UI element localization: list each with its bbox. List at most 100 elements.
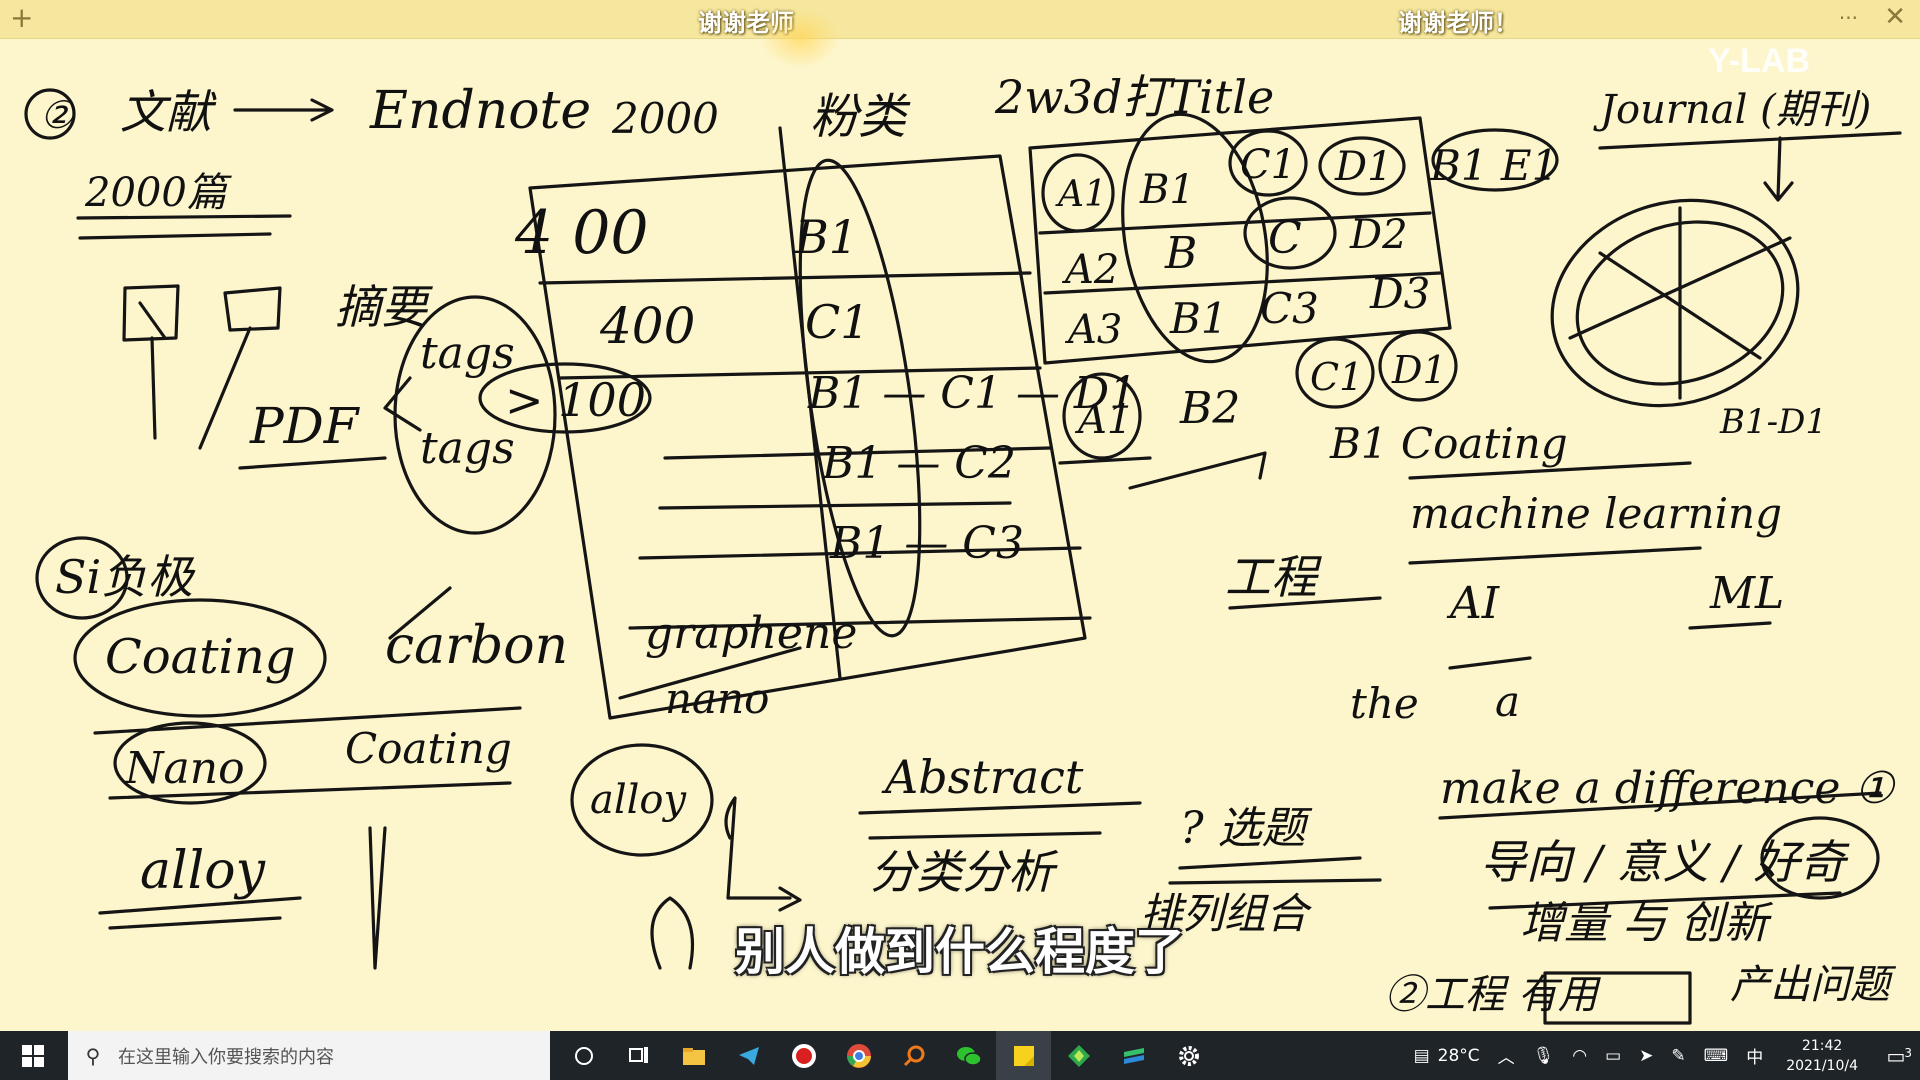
arrow-stroke: [233, 98, 334, 122]
clock-date: 2021/10/4: [1786, 1057, 1858, 1074]
system-tray: ▤ 28°C ︿ 🎙 ◠ ▭ ➤ ✎ ⌨ 中 21:42 2021/10/4 ▭…: [1405, 1031, 1920, 1080]
search-app-icon[interactable]: [886, 1031, 941, 1080]
doc-sketch: [122, 284, 180, 440]
column-ellipse: [798, 158, 922, 638]
start-button[interactable]: [0, 1031, 66, 1080]
battery-icon[interactable]: ▭: [1605, 1045, 1622, 1066]
text-a: a: [1495, 677, 1520, 726]
pen-icon[interactable]: ✎: [1671, 1045, 1686, 1066]
text-zengliang: 增量 与 创新: [1520, 898, 1774, 949]
new-tab-icon[interactable]: +: [10, 1, 34, 34]
text-alloy: alloy: [590, 777, 688, 823]
pdf-underline: [238, 456, 387, 470]
text-the: the: [1350, 679, 1419, 728]
taskbar-apps: [556, 1031, 1216, 1080]
text-col-b1: B1: [794, 210, 858, 264]
mid-lines: [1058, 451, 1267, 490]
close-icon[interactable]: ✕: [1884, 2, 1906, 32]
search-icon: ⚲: [85, 1043, 101, 1068]
ime-indicator[interactable]: 中: [1746, 1048, 1764, 1068]
wechat-icon[interactable]: [941, 1031, 996, 1080]
text-col-c1: C1: [805, 295, 869, 349]
globe-sketch: [1550, 198, 1800, 408]
text-pdf: PDF: [249, 397, 361, 455]
pen-cursor-highlight: [760, 8, 840, 68]
underline-stroke: [76, 214, 292, 240]
text-graphene: graphene: [645, 608, 857, 659]
ai-ml-lines: [1228, 596, 1772, 670]
text-ai: AI: [1446, 578, 1501, 629]
text-coating2: Coating: [345, 724, 512, 773]
grid-rows: [1038, 211, 1442, 295]
text-si-neg: Si负极: [55, 550, 196, 604]
grid-b1: B1: [1139, 167, 1195, 213]
youyong-box: [1543, 971, 1692, 1025]
text-machine: machine learning: [1410, 489, 1782, 538]
text-a1: A1: [1074, 397, 1132, 443]
app-green-icon[interactable]: [1051, 1031, 1106, 1080]
text-2000pian: 2000篇: [84, 170, 233, 216]
keyboard-icon[interactable]: ⌨: [1703, 1045, 1729, 1066]
grid-a2: A2: [1061, 247, 1119, 293]
make-diff-underline: [1438, 791, 1882, 820]
telegram-tray-icon[interactable]: ➤: [1639, 1045, 1654, 1066]
abstract-underline: [858, 801, 1142, 840]
text-gongcheng-youyong: ②工程 有用: [1385, 972, 1602, 1018]
text-carbon: carbon: [385, 616, 568, 676]
connect-lines: [388, 586, 802, 700]
telegram-icon[interactable]: [721, 1031, 776, 1080]
grid-d1: D1: [1334, 144, 1393, 190]
text-b1coating: B1 Coating: [1329, 419, 1568, 468]
grid-a3: A3: [1064, 307, 1122, 353]
grid-b: B: [1164, 228, 1197, 279]
weather-widget[interactable]: ▤ 28°C: [1405, 1046, 1489, 1066]
journal-underline: [1598, 131, 1902, 150]
title-bar: + 谢谢老师 谢谢老师！ ··· ✕: [0, 0, 1920, 39]
grid-c1: C1: [1240, 142, 1296, 188]
a1-circle: [1062, 372, 1142, 460]
nano-ellipse: [113, 721, 267, 805]
grid-c-circle: [1243, 196, 1337, 270]
settings-icon[interactable]: [1161, 1031, 1216, 1080]
sticky-notes-icon[interactable]: [996, 1031, 1051, 1080]
alloy-underline: [98, 896, 302, 930]
microphone-icon[interactable]: 🎙: [1532, 1045, 1555, 1066]
d1-circle: [1378, 330, 1458, 402]
text-2000: 2000: [611, 94, 719, 143]
step-circle: [24, 88, 76, 140]
notification-center[interactable]: ▭ 3: [1872, 1044, 1920, 1068]
grid-a1: A1: [1055, 174, 1107, 215]
globe-inner: [1575, 220, 1785, 386]
grid-e1-ellipse: [1431, 128, 1559, 192]
text-coating: Coating: [105, 629, 296, 685]
text-alloy2: alloy: [140, 841, 266, 901]
text-tags2: tags: [420, 423, 515, 474]
grid-d2: D2: [1349, 212, 1408, 258]
recorder-icon[interactable]: [776, 1031, 831, 1080]
ink-layer: 文献 ② Endnote 2000 2000篇 粉类 2w3d打Title 摘要…: [24, 70, 1902, 1025]
text-chan-wenti: 产出问题: [1730, 962, 1897, 1008]
chevron-up-icon[interactable]: ︿: [1497, 1048, 1515, 1068]
search-placeholder: 在这里输入你要搜索的内容: [118, 1046, 334, 1068]
text-endnote: Endnote: [369, 81, 591, 141]
more-icon[interactable]: ···: [1838, 6, 1858, 30]
app-layers-icon[interactable]: [1106, 1031, 1161, 1080]
cortana-icon[interactable]: [556, 1031, 611, 1080]
taskbar-search-box[interactable]: ⚲ 在这里输入你要搜索的内容: [68, 1031, 550, 1080]
text-c1: C1: [1310, 355, 1363, 399]
clock[interactable]: 21:42 2021/10/4: [1772, 1036, 1872, 1076]
file-explorer-icon[interactable]: [666, 1031, 721, 1080]
text-nano: nano: [665, 674, 769, 723]
wifi-icon[interactable]: ◠: [1572, 1045, 1588, 1066]
video-subtitle: 别人做到什么程度了: [735, 923, 1185, 981]
xuanti-underline: [1168, 856, 1382, 885]
table-row-lines: [538, 271, 1092, 630]
watermark-logo: Y-LAB: [1708, 42, 1810, 80]
chrome-icon[interactable]: [831, 1031, 886, 1080]
c1-circle: [1295, 337, 1375, 409]
grid-c1-circle: [1228, 129, 1308, 197]
grid-c: C: [1268, 213, 1302, 264]
task-view-icon[interactable]: [611, 1031, 666, 1080]
alloy-ellipse: [570, 743, 714, 857]
whiteboard-canvas[interactable]: 文献 ② Endnote 2000 2000篇 粉类 2w3d打Title 摘要…: [0, 38, 1920, 1031]
